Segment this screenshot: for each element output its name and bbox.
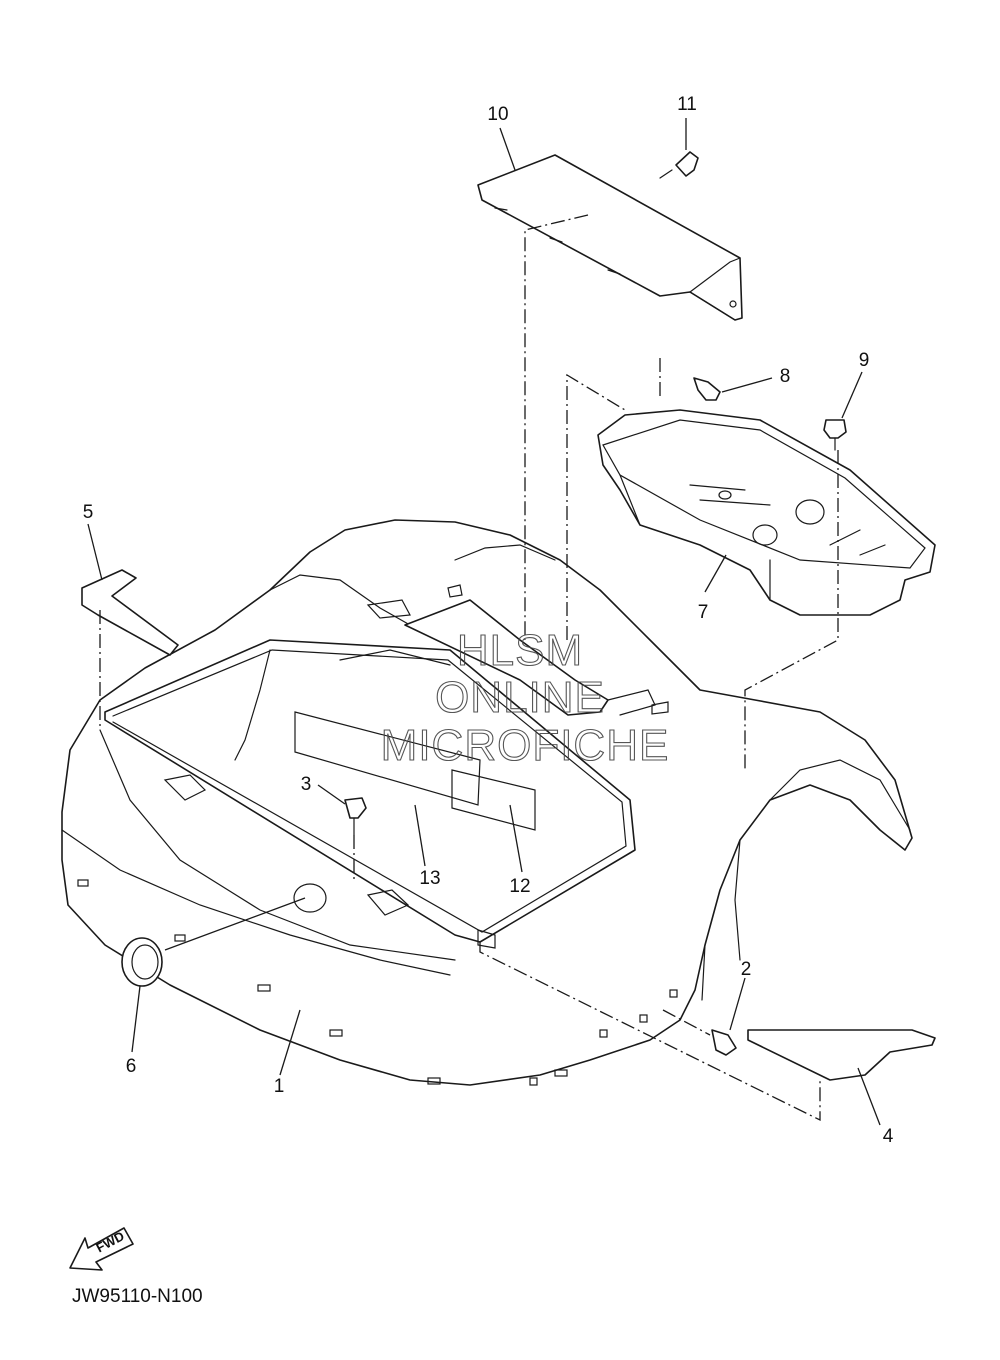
callout-8: 8 — [780, 366, 791, 387]
leader-lines — [87, 118, 881, 1126]
callout-1: 1 — [274, 1076, 285, 1097]
rear-body-part-1 — [61, 519, 913, 1086]
callout-9: 9 — [859, 350, 870, 371]
bracket-part-5 — [81, 569, 179, 656]
callout-11: 11 — [677, 94, 697, 115]
rivet-part-2 — [711, 1029, 737, 1056]
watermark: HLSM ONLINE MICROFICHE — [380, 625, 670, 770]
callout-12: 12 — [509, 876, 530, 897]
callout-3: 3 — [301, 774, 312, 795]
bracket-part-4 — [747, 1029, 936, 1081]
forward-arrow-icon: FWD — [69, 1227, 134, 1271]
grommet-part-6 — [121, 937, 163, 987]
watermark-line-2: ONLINE — [435, 673, 605, 722]
storage-tray-part-7 — [597, 409, 936, 616]
callout-13: 13 — [419, 868, 440, 889]
screw-part-9 — [823, 419, 847, 451]
callout-6: 6 — [126, 1056, 137, 1077]
rivet-part-8 — [693, 377, 721, 401]
watermark-line-3: MICROFICHE — [381, 721, 670, 770]
callout-7: 7 — [698, 602, 709, 623]
watermark-line-1: HLSM — [457, 626, 583, 675]
alignment-lines — [99, 214, 839, 1122]
diagram-code: JW95110-N100 — [72, 1286, 203, 1307]
rivet-part-3 — [344, 797, 367, 836]
rivet-part-11 — [659, 151, 699, 179]
callout-10: 10 — [487, 104, 508, 125]
callout-2: 2 — [741, 959, 752, 980]
callout-4: 4 — [883, 1126, 894, 1147]
top-lid-part-10 — [477, 154, 743, 321]
callout-labels: 11 10 8 9 7 5 3 13 12 6 1 2 4 — [83, 94, 894, 1147]
callout-5: 5 — [83, 502, 94, 523]
